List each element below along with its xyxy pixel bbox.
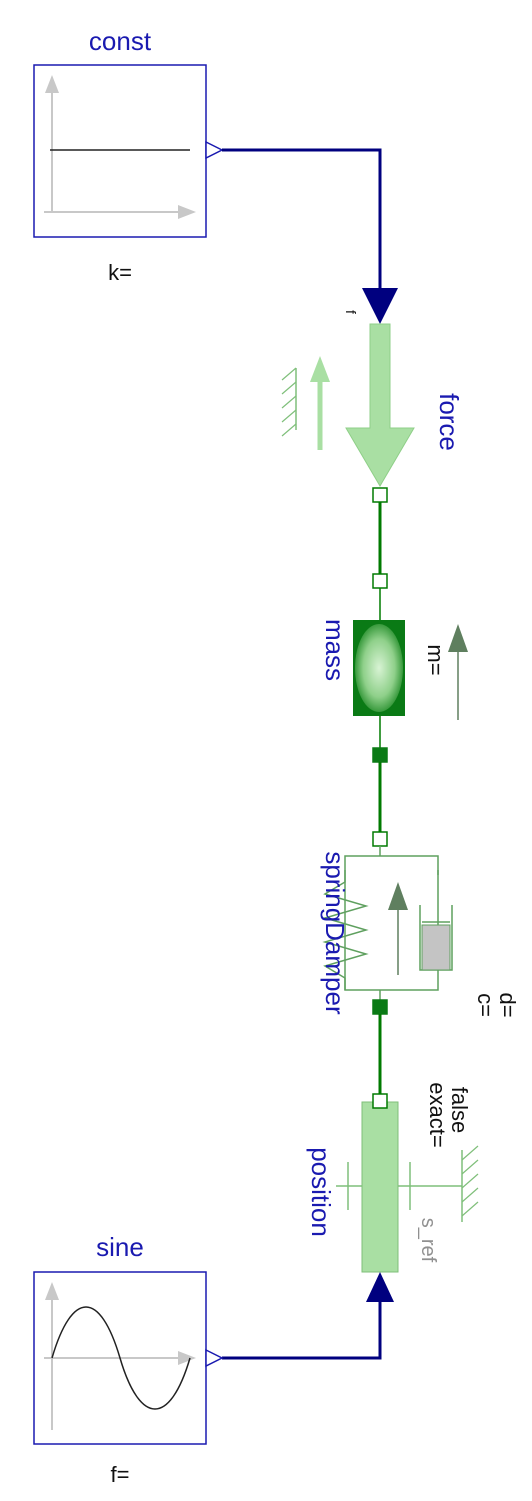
position-ground-hatch-5 <box>461 1201 479 1217</box>
sine-block[interactable]: sine f= <box>33 1232 224 1487</box>
position-ground-hatch-2 <box>461 1159 479 1175</box>
position-body <box>361 1101 399 1273</box>
const-label: const <box>89 26 152 56</box>
mass-flange-b[interactable] <box>372 747 388 763</box>
sine-wave-curve <box>51 1306 191 1410</box>
force-flange[interactable] <box>372 487 388 503</box>
const-block[interactable]: const k= <box>33 26 224 285</box>
const-x-axis-arrow <box>178 205 196 219</box>
sine-param-f: f= <box>111 1462 130 1487</box>
mass-param-m: m= <box>423 644 448 675</box>
force-ground-hatch-4 <box>281 409 297 423</box>
force-arrow-icon <box>345 323 415 487</box>
force-ground-hatch-5 <box>281 423 297 437</box>
springdamper-block[interactable]: springDamper c= d= <box>320 831 520 1018</box>
position-ground-hatch-1 <box>461 1145 479 1161</box>
force-ground-hatch-1 <box>281 367 297 381</box>
force-ground-hatch-2 <box>281 381 297 395</box>
position-block[interactable]: position exact= false s_ref <box>306 1082 479 1302</box>
position-sref-label: s_ref <box>417 1218 439 1263</box>
mass-label: mass <box>320 619 350 681</box>
const-param-k: k= <box>108 260 132 285</box>
position-param-exact-value: false <box>447 1087 472 1133</box>
springdamper-flange-b[interactable] <box>372 999 388 1015</box>
const-y-axis-arrow <box>45 75 59 93</box>
mass-flange-a[interactable] <box>372 573 388 589</box>
sine-y-axis-arrow <box>45 1282 59 1300</box>
springdamper-flange-a[interactable] <box>372 831 388 847</box>
springdamper-label: springDamper <box>320 851 350 1015</box>
sine-output-port[interactable] <box>205 1348 224 1368</box>
position-label: position <box>306 1147 336 1237</box>
sine-x-axis-arrow <box>178 1351 196 1365</box>
spring-icon <box>322 875 369 990</box>
position-flange[interactable] <box>372 1093 388 1109</box>
springdamper-frame-top <box>344 855 439 875</box>
springdamper-param-c: c= <box>473 993 498 1017</box>
force-label: force <box>434 393 464 451</box>
const-block-frame <box>33 64 207 238</box>
connection-const-to-force[interactable] <box>222 148 382 290</box>
force-input-port[interactable] <box>362 288 398 324</box>
force-support-arrowhead <box>310 356 330 382</box>
force-block[interactable]: f force <box>281 288 464 503</box>
position-param-exact: exact= <box>425 1082 450 1147</box>
mass-block[interactable]: mass m= <box>320 573 468 763</box>
position-ground-hatch-4 <box>461 1187 479 1203</box>
damper-fluid <box>421 924 451 971</box>
const-output-port[interactable] <box>205 140 224 160</box>
force-port-label-f: f <box>343 310 359 314</box>
position-ground-hatch-3 <box>461 1173 479 1189</box>
springdamper-direction-arrowhead <box>388 882 408 910</box>
connection-sine-to-position[interactable] <box>222 1302 382 1360</box>
mass-body-highlight <box>355 624 403 712</box>
position-input-port[interactable] <box>366 1272 394 1302</box>
springdamper-param-d: d= <box>495 992 520 1017</box>
force-ground-hatch-3 <box>281 395 297 409</box>
sine-label: sine <box>96 1232 144 1262</box>
mass-direction-arrowhead <box>448 624 468 652</box>
